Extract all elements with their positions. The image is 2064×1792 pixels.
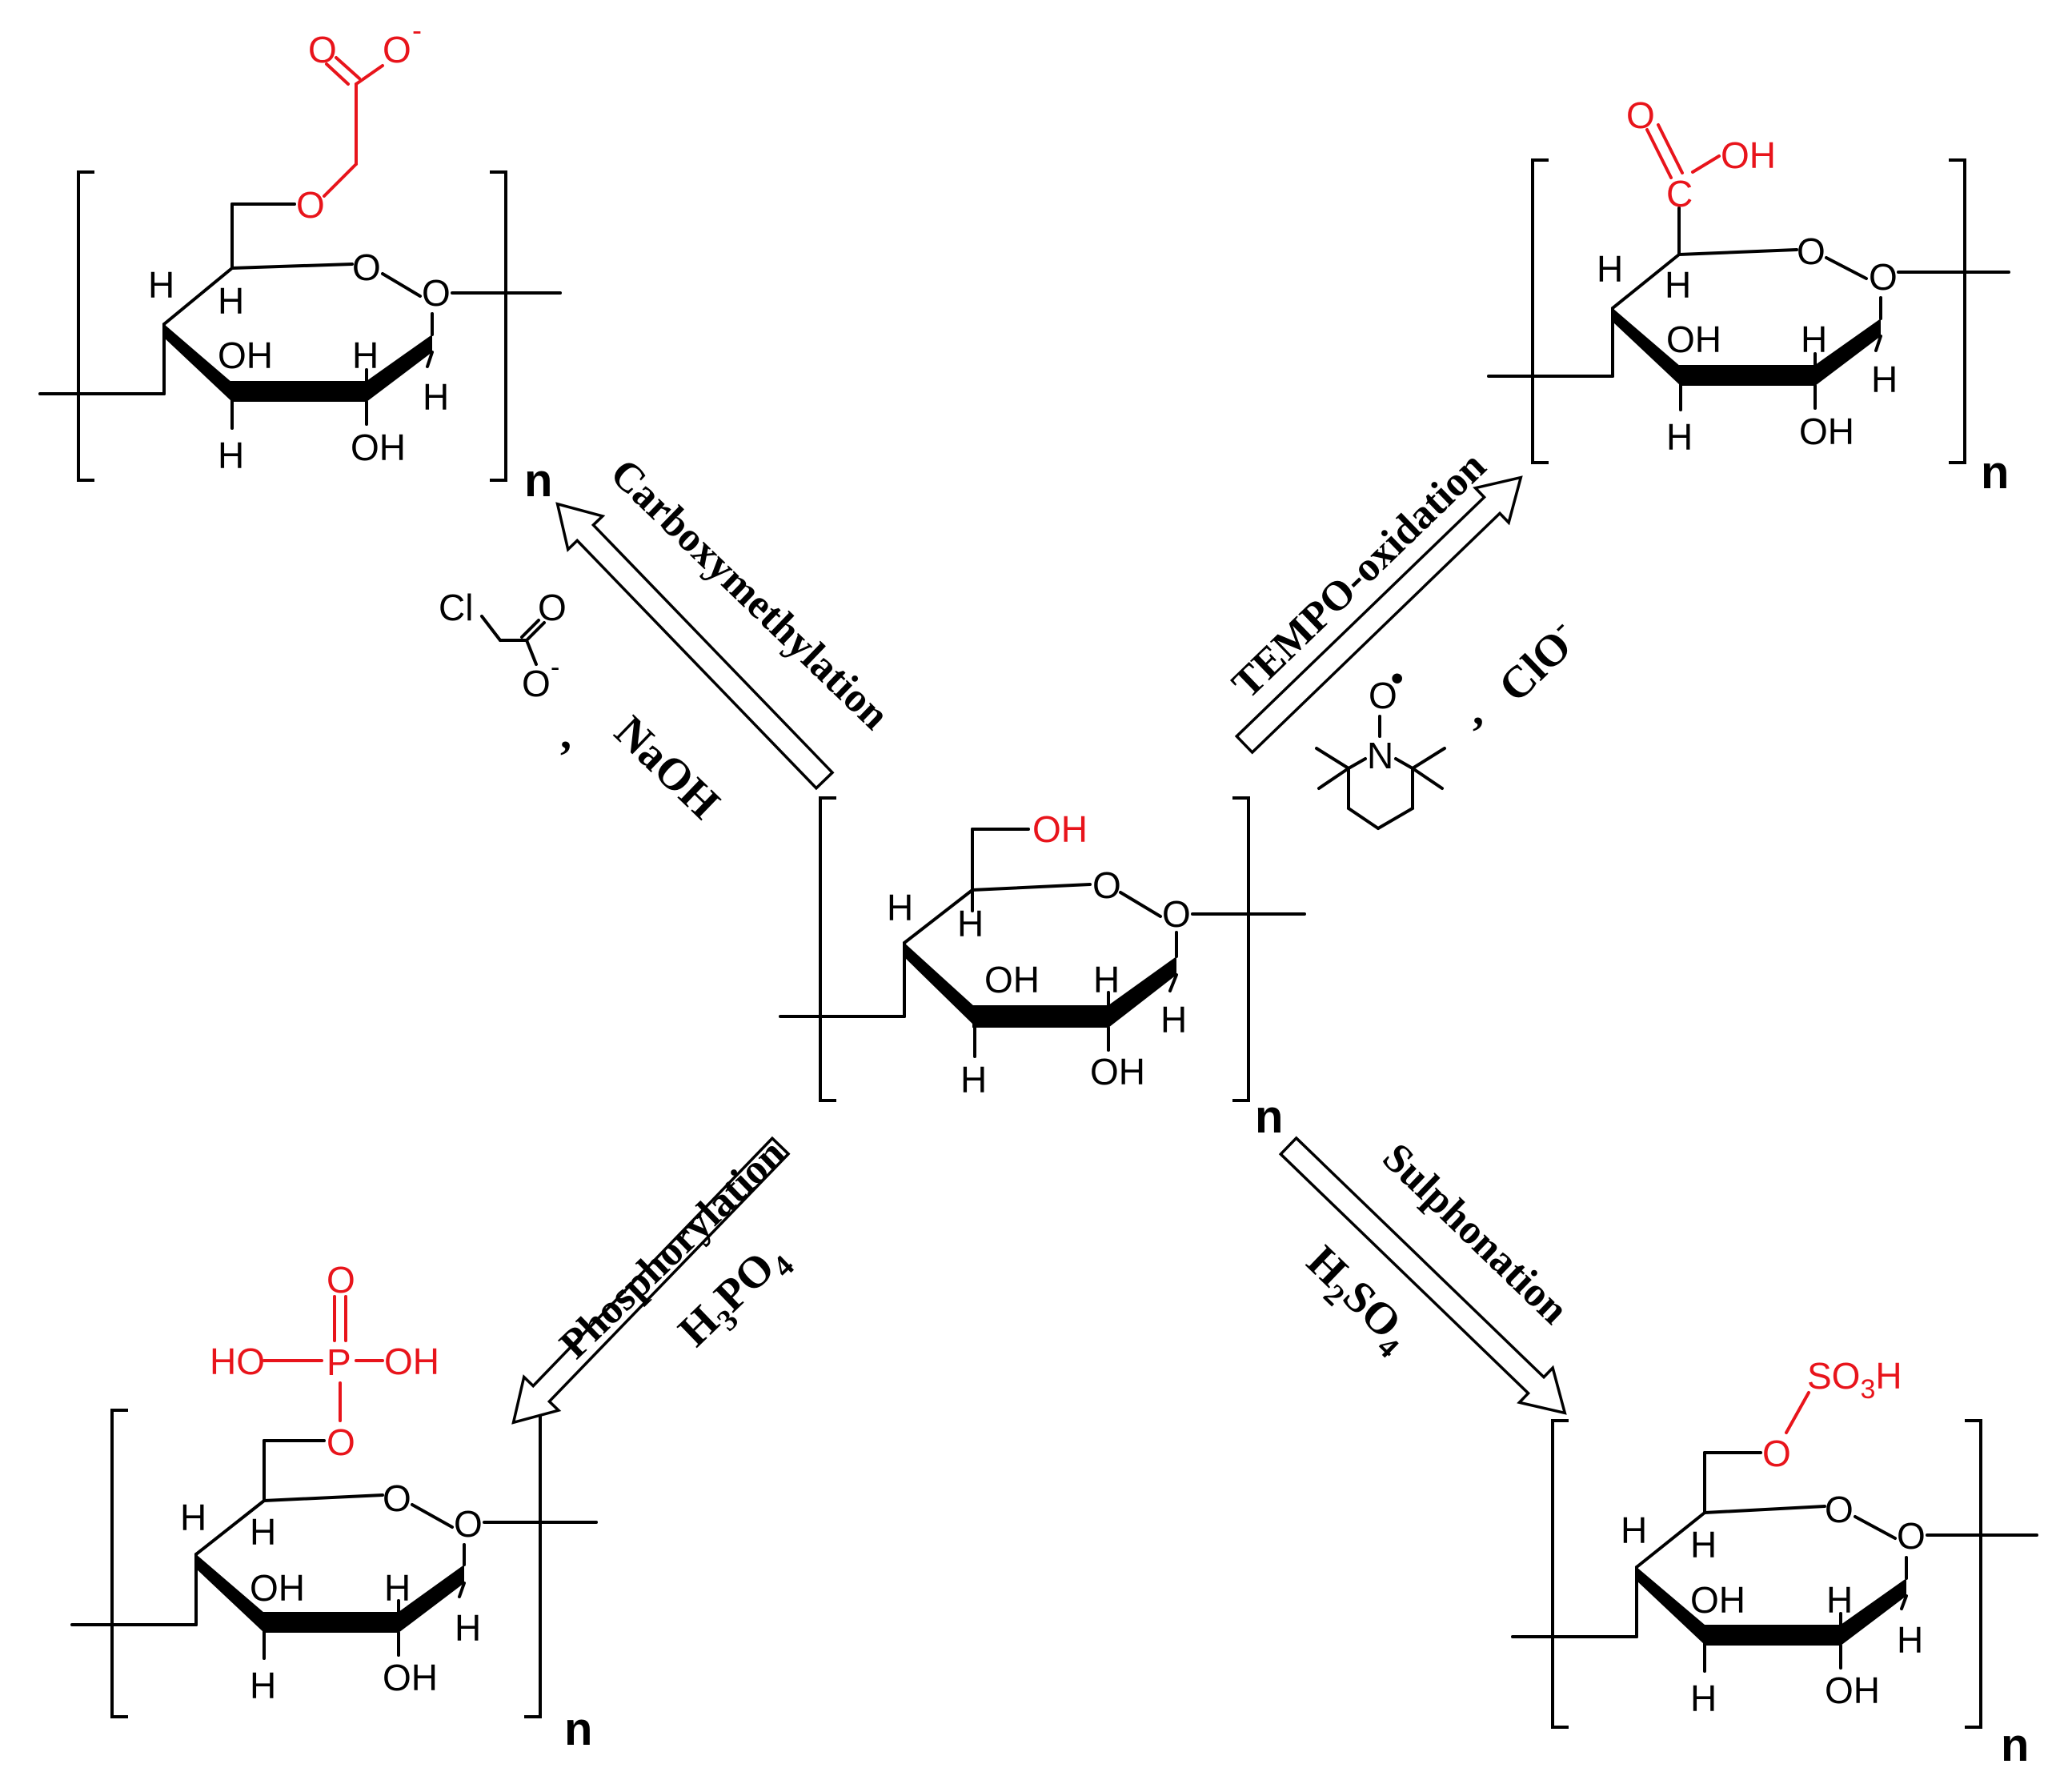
center-oh-c6: OH — [1032, 808, 1088, 850]
h-c4: H — [180, 1497, 206, 1538]
carbonyl-oxygen: O — [538, 587, 567, 628]
ring-oxygen: O — [1825, 1489, 1854, 1530]
h-c3: H — [1690, 1678, 1717, 1719]
h-c2: H — [352, 335, 379, 376]
sulfonic-group: SO3H — [1807, 1355, 1902, 1405]
h-c3: H — [250, 1665, 276, 1706]
oh-c3: OH — [1690, 1579, 1745, 1621]
label-phosphorylation: Phosphorylation — [551, 1131, 795, 1368]
h-c3: H — [960, 1059, 987, 1100]
label-tempo-oxidation: TEMPO-oxidation — [1224, 443, 1495, 708]
reagent-naoh: NaOH — [605, 707, 729, 829]
oh-c3: OH — [250, 1567, 305, 1609]
carboxylate-charge: - — [412, 14, 422, 46]
h-c4: H — [1597, 248, 1623, 290]
h-c4: H — [887, 887, 913, 928]
phosphorus: P — [327, 1341, 351, 1383]
center-glucose: OH O O H H OH H H H OH n — [779, 796, 1306, 1143]
product-carboxymethyl-cellulose: O O O - O O H H OH H H H OH n — [38, 14, 562, 507]
glycosidic-oxygen: O — [454, 1503, 483, 1545]
arrow-carboxymethylation — [555, 502, 835, 791]
carboxylate-oxygen: O — [383, 29, 411, 70]
glycosidic-oxygen: O — [1162, 893, 1191, 935]
carbonyl-oxygen: O — [1626, 94, 1655, 136]
oh-c3: OH — [218, 335, 273, 376]
oh-c2: OH — [1825, 1670, 1880, 1711]
carboxyl-carbon: C — [1666, 173, 1693, 214]
carbonyl-oxygen: O — [308, 29, 337, 70]
label-sulphonation: Sulphonation — [1374, 1135, 1577, 1333]
product-sulphonated-cellulose: O SO3H O O H H OH H H H OH n — [1511, 1355, 2038, 1771]
glycosidic-oxygen: O — [422, 272, 451, 314]
h-c1: H — [1897, 1619, 1923, 1661]
reagent-hypochlorite: ClO- — [1486, 610, 1589, 712]
ring-oxygen: O — [352, 247, 381, 288]
radical-dot: • — [1391, 659, 1403, 698]
repeat-n-center: n — [1255, 1091, 1283, 1143]
repeat-n: n — [2001, 1719, 2029, 1771]
product-phosphorylated-cellulose: O P O HO OH O O H H OH H H H OH n — [70, 1259, 598, 1755]
oh-c2: OH — [1090, 1051, 1145, 1092]
repeat-n: n — [1981, 447, 2009, 499]
chlorine: Cl — [439, 587, 473, 628]
oh-c3: OH — [984, 959, 1040, 1000]
ether-oxygen: O — [296, 184, 325, 226]
oh-c2: OH — [1799, 411, 1854, 452]
ring-oxygen: O — [383, 1477, 411, 1519]
carboxyl-hydroxyl: OH — [1721, 134, 1776, 176]
h-c5: H — [957, 903, 984, 944]
nitrogen: N — [1367, 735, 1393, 776]
oh-c2: OH — [383, 1657, 438, 1698]
phosphoryl-oxygen: O — [327, 1259, 355, 1301]
arrow-tempo-oxidation — [1234, 475, 1523, 755]
h-c1: H — [1160, 999, 1187, 1040]
h-c2: H — [1093, 959, 1120, 1000]
h-c4: H — [1621, 1509, 1647, 1551]
product-tempo-oxidized-cellulose: C O OH O O H H OH H H H OH n — [1487, 94, 2010, 499]
h-c2: H — [1826, 1579, 1853, 1621]
h-c2: H — [1801, 319, 1827, 360]
h-c3: H — [218, 435, 244, 476]
ring-oxygen: O — [1797, 231, 1826, 272]
glycosidic-oxygen: O — [1897, 1515, 1926, 1557]
reagent-chloroacetate: Cl O O - , — [439, 587, 571, 759]
h-c1: H — [423, 376, 449, 418]
comma: , — [1473, 685, 1484, 735]
glycosidic-oxygen: O — [1869, 256, 1898, 298]
arrow-phosphorylation — [511, 1136, 791, 1425]
carboxylate-charge: - — [551, 652, 559, 683]
phosphate-hydroxyl-left: HO — [210, 1341, 265, 1382]
repeat-n: n — [564, 1703, 592, 1755]
h-c1: H — [455, 1607, 481, 1649]
h-c2: H — [384, 1567, 411, 1609]
reagent-tempo: O • N , — [1315, 659, 1484, 830]
phosphate-hydroxyl-right: OH — [384, 1341, 439, 1382]
repeat-n: n — [524, 455, 552, 507]
comma: , — [560, 709, 571, 759]
oh-c2: OH — [351, 427, 406, 468]
h-c5: H — [1665, 264, 1691, 306]
ester-oxygen: O — [327, 1421, 355, 1463]
arrow-sulphonation — [1278, 1136, 1567, 1415]
h-c4: H — [148, 264, 174, 306]
carboxylate-oxygen: O — [522, 663, 551, 704]
ring-oxygen: O — [1092, 864, 1121, 906]
h-c5: H — [250, 1511, 276, 1553]
oh-c3: OH — [1666, 319, 1721, 360]
h-c3: H — [1666, 416, 1693, 458]
h-c5: H — [218, 280, 244, 322]
nitroxyl-oxygen: O — [1369, 675, 1397, 716]
ester-oxygen: O — [1762, 1433, 1791, 1474]
h-c5: H — [1690, 1524, 1717, 1565]
h-c1: H — [1871, 359, 1898, 400]
